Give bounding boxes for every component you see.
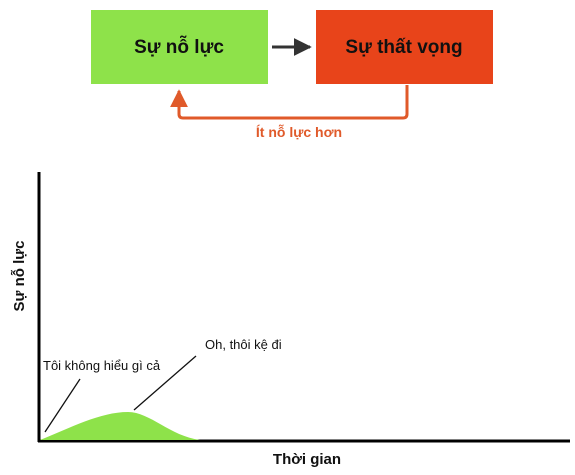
x-axis-label: Thời gian bbox=[273, 451, 341, 468]
peak-annotation-pointer bbox=[133, 355, 197, 411]
y-axis-label: Sự nỗ lực bbox=[11, 241, 28, 312]
start-annotation: Tôi không hiểu gì cả bbox=[43, 358, 161, 373]
feedback-label: Ít nỗ lực hơn bbox=[256, 124, 342, 140]
effort-box-rect bbox=[91, 10, 268, 84]
start-annotation-pointer bbox=[44, 378, 81, 433]
effort-curve bbox=[40, 412, 200, 440]
effort-box-label: Sự nỗ lực bbox=[134, 36, 224, 58]
effort-box: Sự nỗ lực bbox=[91, 10, 268, 84]
frustration-box-rect bbox=[316, 10, 493, 84]
peak-annotation: Oh, thôi kệ đi bbox=[205, 337, 282, 352]
frustration-box: Sự thất vọng bbox=[316, 10, 493, 84]
frustration-box-label: Sự thất vọng bbox=[345, 37, 462, 58]
feedback-arrow bbox=[170, 85, 409, 120]
